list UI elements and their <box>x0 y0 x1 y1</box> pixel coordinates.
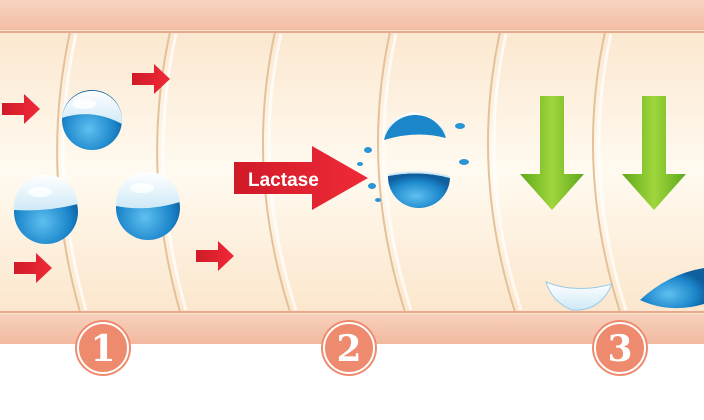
step-number: 1 <box>90 328 115 370</box>
step-number: 2 <box>336 328 361 370</box>
step-badge-1: 1 <box>75 320 131 376</box>
lactase-arrow: Lactase <box>234 146 368 210</box>
split-molecule-icon <box>640 268 704 309</box>
red-arrow-icon <box>132 64 170 94</box>
step-badge-3: 3 <box>592 320 648 376</box>
lactase-label: Lactase <box>248 170 319 191</box>
red-arrow-icon <box>196 241 234 271</box>
lactose-molecule-icon <box>115 171 180 240</box>
step-badge-2: 2 <box>321 320 377 376</box>
lactose-molecule-icon <box>13 174 78 244</box>
split-molecule-icon <box>357 112 469 208</box>
red-arrow-icon <box>2 94 40 124</box>
upper-intestinal-wall <box>0 0 704 34</box>
step-number: 3 <box>607 328 632 370</box>
red-arrow-icon <box>14 253 52 283</box>
lactose-molecule-icon <box>62 90 123 150</box>
split-molecule-icon <box>545 281 613 311</box>
green-arrow-icon <box>520 96 584 210</box>
green-arrow-icon <box>622 96 686 210</box>
